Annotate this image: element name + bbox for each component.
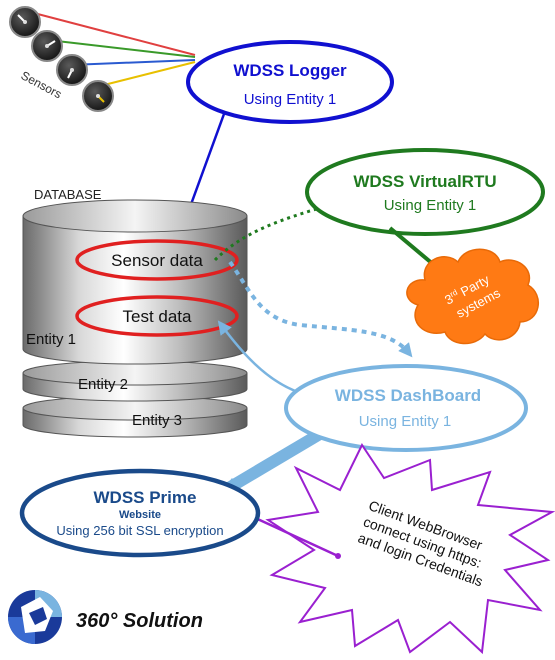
entity3-label: Entity 3 <box>132 412 182 429</box>
sensor-wires <box>29 11 196 89</box>
client-starburst: Client WebBrowser connect using https: a… <box>265 442 555 655</box>
virtualrtu-node: WDSS VirtualRTU Using Entity 1 <box>305 148 545 236</box>
sensor-gauges: Sensors <box>9 6 114 112</box>
virtualrtu-subtitle: Using Entity 1 <box>384 197 477 214</box>
logo-icon <box>8 590 62 644</box>
test-data-label: Test data <box>123 307 193 326</box>
logger-node: WDSS Logger Using Entity 1 <box>186 40 394 124</box>
gauge-icon <box>82 80 114 112</box>
dashboard-node: WDSS DashBoard Using Entity 1 <box>284 364 528 452</box>
logger-title: WDSS Logger <box>233 61 347 80</box>
dashboard-to-testdata-arrow <box>217 320 299 394</box>
dashboard-title: WDSS DashBoard <box>335 386 481 405</box>
third-party-cloud: 3rd Party systems <box>406 248 539 345</box>
gauge-icon <box>56 54 88 86</box>
prime-title: WDSS Prime <box>94 488 197 507</box>
logger-subtitle: Using Entity 1 <box>244 91 337 108</box>
virtualrtu-title: WDSS VirtualRTU <box>353 172 496 191</box>
gauge-icon <box>9 6 41 38</box>
thirdparty-ordinal: rd <box>449 288 460 299</box>
solution-logo: 360° Solution <box>8 590 203 644</box>
db-to-dashboard-link <box>228 260 413 358</box>
prime-node: WDSS Prime Website Using 256 bit SSL enc… <box>19 468 261 558</box>
logo-text: 360° Solution <box>76 610 203 632</box>
database-cylinder <box>22 199 248 438</box>
dashboard-subtitle: Using Entity 1 <box>359 413 452 430</box>
sensor-data-record: Sensor data <box>75 239 239 281</box>
entity1-label: Entity 1 <box>26 331 76 348</box>
prime-encryption: Using 256 bit SSL encryption <box>56 523 223 538</box>
sensor-data-label: Sensor data <box>111 251 203 270</box>
gauge-icon <box>31 30 63 62</box>
prime-website: Website <box>119 509 161 521</box>
database-label: DATABASE <box>34 187 102 202</box>
test-data-record: Test data <box>75 295 239 337</box>
entity2-label: Entity 2 <box>78 376 128 393</box>
